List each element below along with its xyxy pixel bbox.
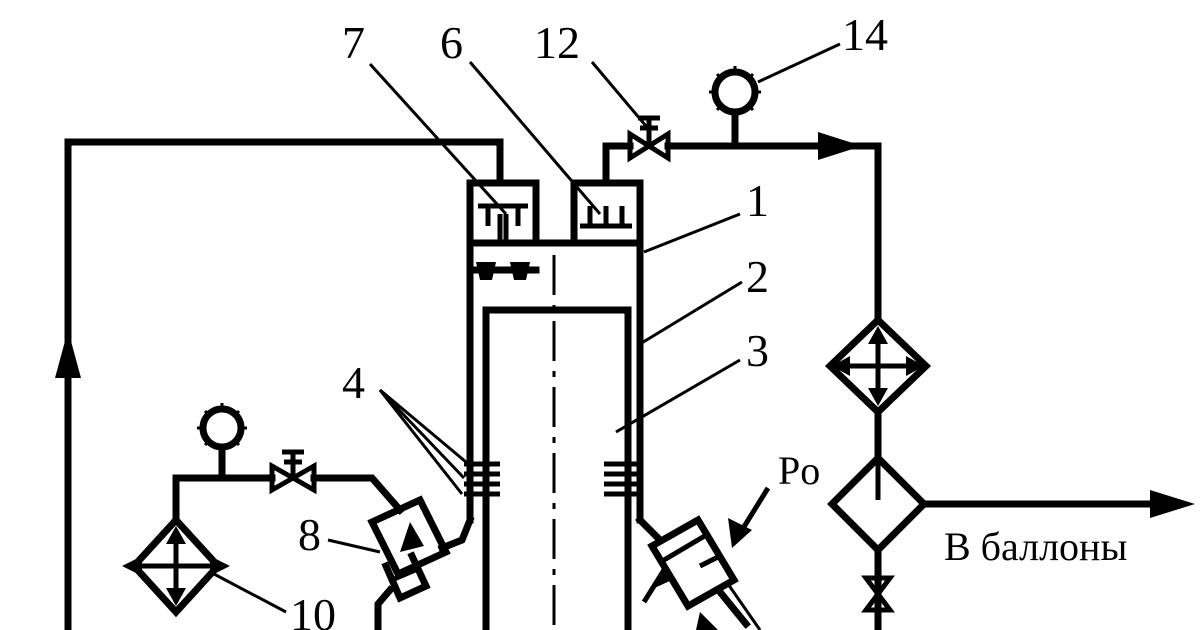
label-6: 6 <box>440 17 463 68</box>
shutoff-valve-left-icon <box>269 449 317 495</box>
pressure-gauge-top-icon <box>709 66 761 150</box>
relief-valve-po-icon <box>635 486 771 630</box>
label-4: 4 <box>342 357 365 408</box>
label-10: 10 <box>290 589 336 630</box>
suction-valve-internal <box>478 203 528 240</box>
pressure-gauge-left-icon <box>197 403 247 482</box>
piston-rings-right <box>604 461 640 497</box>
discharge-valve-internal <box>580 206 632 229</box>
heat-exchanger-right-icon <box>824 315 932 417</box>
label-8: 8 <box>298 509 321 560</box>
flow-arrow-right-icon <box>818 132 862 160</box>
label-12: 12 <box>534 17 580 68</box>
suction-valve-seat-left <box>476 262 496 280</box>
outlet-line-top-right <box>664 142 882 324</box>
shutoff-valve-top-icon <box>627 115 671 163</box>
label-1: 1 <box>746 175 769 226</box>
label-outlet: В баллоны <box>944 524 1127 569</box>
filter-right-icon <box>827 453 929 555</box>
drain-valve-icon <box>861 575 895 613</box>
label-2: 2 <box>746 251 769 302</box>
label-7: 7 <box>342 17 365 68</box>
heat-exchanger-left-icon <box>122 514 230 618</box>
flow-arrow-up-icon <box>55 330 81 378</box>
bypass-line <box>172 474 276 524</box>
leader-lines <box>213 42 841 630</box>
bypass-line-right <box>310 474 405 515</box>
label-3: 3 <box>746 325 769 376</box>
outlet-line-top <box>602 142 634 186</box>
piston <box>482 306 632 630</box>
label-14: 14 <box>842 9 888 60</box>
suction-valve-block <box>466 179 540 247</box>
suction-valve-seat-right <box>510 262 530 280</box>
relief-valve-8-icon <box>367 495 475 630</box>
piston-rings-left <box>464 461 500 497</box>
discharge-valve-block <box>570 179 644 247</box>
label-po: Po <box>778 448 820 493</box>
return-line-left-vertical <box>64 138 504 630</box>
flow-arrow-outlet-icon <box>1150 490 1195 518</box>
